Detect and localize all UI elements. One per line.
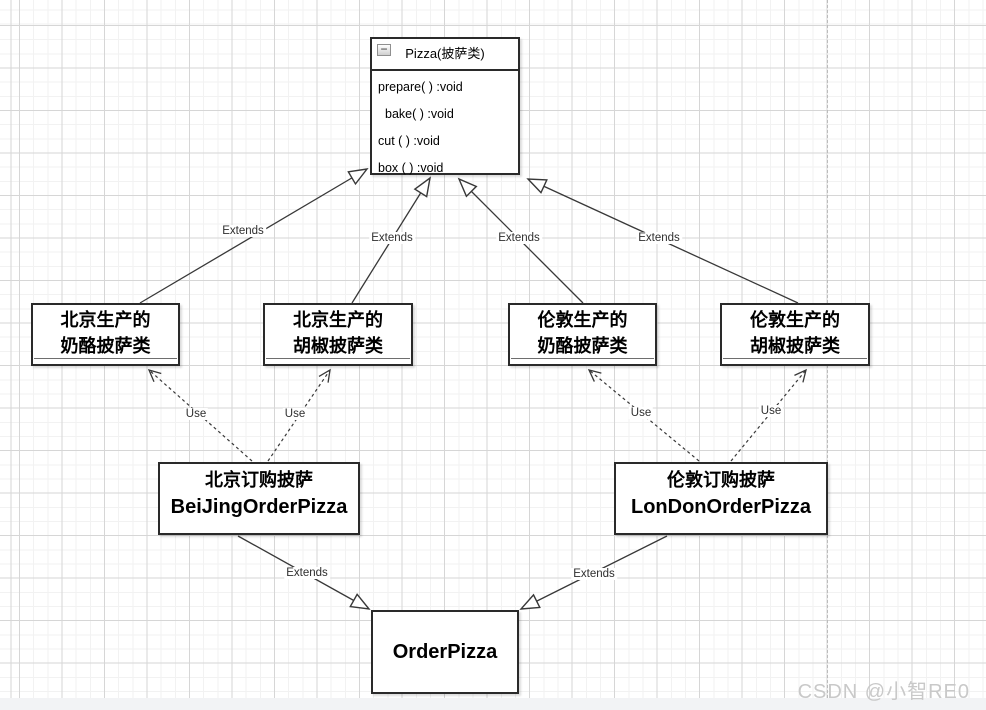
edge-label-extends: Extends — [369, 232, 415, 244]
edge-label-use: Use — [183, 408, 209, 420]
class-beijing-pepper-pizza[interactable]: 北京生产的 胡椒披萨类 — [263, 303, 413, 366]
class-name-line1: 伦敦生产的 — [750, 310, 840, 330]
class-name-line1: 伦敦订购披萨 — [667, 470, 775, 490]
edge-label-extends: Extends — [496, 232, 542, 244]
method-bake: bake( ) :void — [385, 107, 454, 121]
class-name: OrderPizza — [392, 640, 498, 663]
class-name-line2: BeiJingOrderPizza — [170, 496, 348, 518]
edge-label-use: Use — [628, 407, 654, 419]
class-name-line1: 北京生产的 — [60, 310, 151, 330]
class-pizza[interactable]: − Pizza(披萨类) prepare( ) :void bake( ) :v… — [370, 37, 520, 175]
class-pizza-methods: prepare( ) :void bake( ) :void cut ( ) :… — [372, 71, 518, 182]
edge-label-extends: Extends — [571, 568, 617, 580]
edge-label-use: Use — [758, 405, 784, 417]
class-order-pizza[interactable]: OrderPizza — [371, 610, 519, 694]
collapse-minus-icon[interactable]: − — [377, 43, 391, 56]
class-london-pepper-pizza[interactable]: 伦敦生产的 胡椒披萨类 — [720, 303, 870, 366]
class-name-line2: LonDonOrderPizza — [630, 496, 811, 518]
class-beijing-cheese-pizza[interactable]: 北京生产的 奶酪披萨类 — [31, 303, 180, 366]
edge-label-extends: Extends — [284, 567, 330, 579]
edge-label-extends: Extends — [220, 225, 266, 237]
watermark: CSDN @小智RE0 — [797, 681, 970, 703]
class-name-line1: 伦敦生产的 — [537, 310, 628, 330]
class-pizza-title: Pizza(披萨类) — [405, 46, 485, 61]
class-london-cheese-pizza[interactable]: 伦敦生产的 奶酪披萨类 — [508, 303, 657, 366]
edge-label-extends: Extends — [636, 232, 682, 244]
class-pizza-header: − Pizza(披萨类) — [372, 39, 518, 71]
class-name-line2: 奶酪披萨类 — [60, 336, 151, 356]
class-name-line1: 北京订购披萨 — [205, 470, 313, 490]
class-name-line2: 胡椒披萨类 — [293, 336, 383, 356]
class-beijing-order-pizza[interactable]: 北京订购披萨 BeiJingOrderPizza — [158, 462, 360, 535]
class-name-line2: 奶酪披萨类 — [537, 336, 628, 356]
class-name-line1: 北京生产的 — [293, 310, 383, 330]
class-london-order-pizza[interactable]: 伦敦订购披萨 LonDonOrderPizza — [614, 462, 828, 535]
method-prepare: prepare( ) :void — [378, 80, 463, 94]
class-name-line2: 胡椒披萨类 — [750, 336, 840, 356]
edge-label-use: Use — [282, 408, 308, 420]
canvas-bottom-strip — [0, 698, 986, 710]
method-box: box ( ) :void — [378, 161, 444, 175]
method-cut: cut ( ) :void — [378, 134, 440, 148]
